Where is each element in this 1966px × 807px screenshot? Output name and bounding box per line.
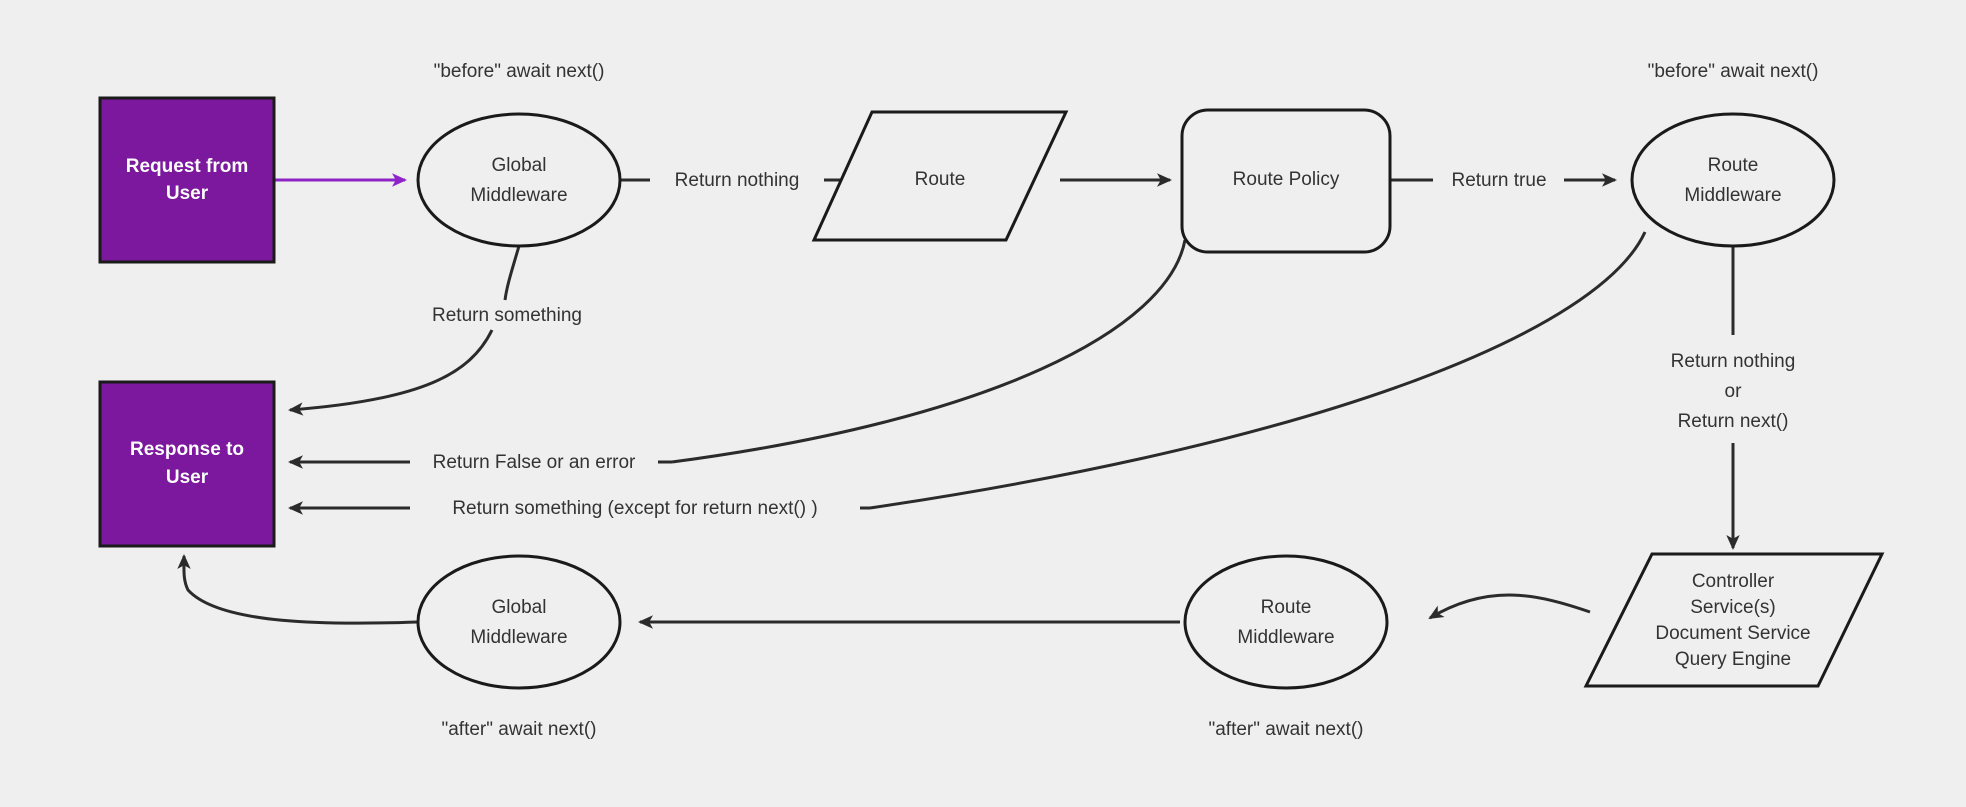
route-middleware-bottom-line2: Middleware bbox=[1237, 627, 1334, 648]
node-response-to-user[interactable] bbox=[98, 380, 276, 548]
route-middleware-top-line2: Middleware bbox=[1684, 185, 1781, 206]
global-middleware-top-line2: Middleware bbox=[470, 185, 567, 206]
label-return-nothing-or-next-line3: Return next() bbox=[1678, 411, 1789, 432]
node-controller-services[interactable] bbox=[1583, 552, 1885, 688]
annotation-before-await-next-left: "before" await next() bbox=[434, 61, 605, 82]
route-policy-label: Route Policy bbox=[1233, 169, 1340, 190]
controller-line4: Query Engine bbox=[1675, 649, 1791, 670]
label-bg-return-true bbox=[1433, 166, 1564, 194]
label-bg-return-false-error bbox=[410, 448, 658, 476]
label-return-nothing-or-next-line1: Return nothing bbox=[1671, 351, 1796, 372]
request-from-user-line2: User bbox=[166, 183, 209, 204]
global-middleware-bottom-line2: Middleware bbox=[470, 627, 567, 648]
annotation-before-await-next-right: "before" await next() bbox=[1648, 61, 1819, 82]
annotation-after-await-next-left: "after" await next() bbox=[442, 719, 597, 740]
node-route-middleware-bottom[interactable] bbox=[1183, 554, 1389, 690]
annotation-after-await-next-right: "after" await next() bbox=[1209, 719, 1364, 740]
route-label: Route bbox=[915, 169, 966, 190]
label-return-something-top: Return something bbox=[432, 305, 582, 326]
controller-line1: Controller bbox=[1692, 571, 1775, 592]
response-to-user-line2: User bbox=[166, 467, 209, 488]
label-return-nothing-or-next-line2: or bbox=[1725, 381, 1743, 402]
edge-rm-to-response-curve bbox=[869, 231, 1647, 510]
node-request-from-user[interactable] bbox=[98, 96, 276, 264]
route-middleware-bottom-line1: Route bbox=[1261, 597, 1312, 618]
edge-gm-bottom-to-response bbox=[177, 554, 419, 625]
edge-controller-to-rm-bottom bbox=[1428, 593, 1591, 620]
label-bg-return-something-except bbox=[410, 494, 860, 522]
edge-gm-down-stub bbox=[503, 245, 521, 301]
label-bg-return-something-top bbox=[412, 301, 602, 329]
route-middleware-top-line1: Route bbox=[1708, 155, 1759, 176]
edge-gm-to-response-something bbox=[288, 329, 494, 416]
label-return-nothing: Return nothing bbox=[675, 170, 800, 191]
controller-line2: Service(s) bbox=[1690, 597, 1776, 618]
node-global-middleware-bottom[interactable] bbox=[416, 554, 622, 690]
label-return-something-except: Return something (except for return next… bbox=[452, 498, 817, 519]
node-route-policy[interactable] bbox=[1180, 108, 1392, 254]
request-from-user-line1: Request from bbox=[126, 156, 248, 177]
node-route-middleware-top[interactable] bbox=[1630, 112, 1836, 248]
response-to-user-line1: Response to bbox=[130, 439, 244, 460]
global-middleware-bottom-line1: Global bbox=[492, 597, 547, 618]
label-return-false-or-error: Return False or an error bbox=[433, 452, 636, 473]
label-bg-return-nothing-or-next bbox=[1645, 347, 1823, 443]
node-global-middleware-top[interactable] bbox=[416, 112, 622, 248]
label-return-true: Return true bbox=[1451, 170, 1546, 191]
edge-policy-to-response-curve bbox=[671, 239, 1187, 464]
label-bg-return-nothing bbox=[650, 166, 824, 194]
controller-line3: Document Service bbox=[1655, 623, 1810, 644]
node-route[interactable] bbox=[811, 110, 1069, 242]
global-middleware-top-line1: Global bbox=[492, 155, 547, 176]
